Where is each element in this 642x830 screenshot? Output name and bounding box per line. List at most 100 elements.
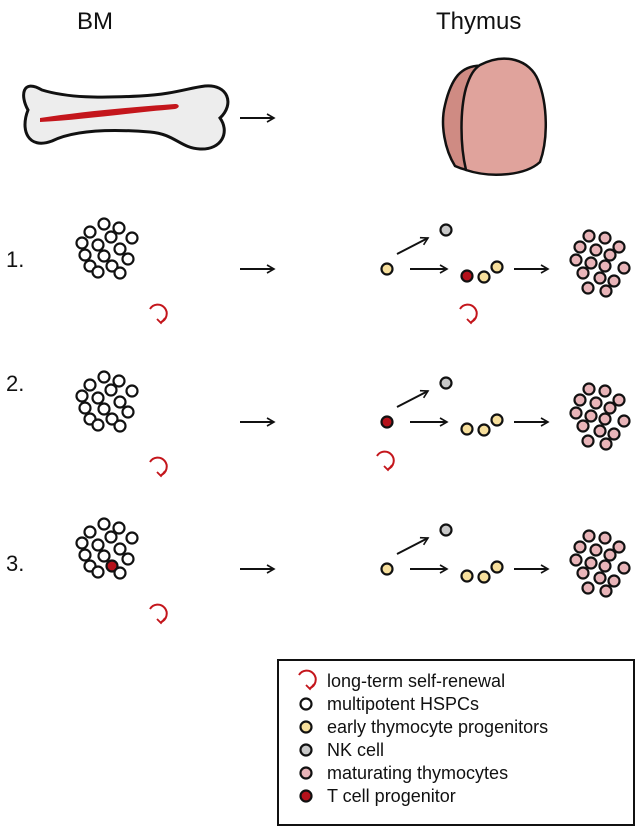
row-2-nk-arrow bbox=[396, 389, 430, 408]
row-2-thymocyte bbox=[582, 382, 596, 396]
row-1-thymocyte bbox=[612, 240, 626, 254]
row-3-thymocyte bbox=[607, 574, 621, 588]
row-1-thymocyte bbox=[599, 284, 613, 298]
row-2-hspc bbox=[91, 391, 105, 405]
row-2-thymocyte bbox=[612, 393, 626, 407]
row-1-hspc bbox=[75, 236, 89, 250]
legend-label-self-renewal: long-term self-renewal bbox=[327, 671, 506, 691]
row-2-thymocyte bbox=[589, 396, 603, 410]
row-2-thymus-self-renewal-icon-arrowhead bbox=[383, 464, 393, 472]
row-2-hspc bbox=[104, 383, 118, 397]
row-2-thymocyte bbox=[584, 409, 598, 423]
bone-marrow bbox=[40, 104, 179, 122]
row-3-thymocyte bbox=[573, 540, 587, 554]
row-3-hspc bbox=[78, 548, 92, 562]
row-3-thymocyte bbox=[593, 571, 607, 585]
legend-symbols bbox=[298, 669, 317, 803]
row-3-thymocyte bbox=[598, 531, 612, 545]
row-1-thymocyte bbox=[573, 240, 587, 254]
legend-nk-icon bbox=[299, 743, 313, 757]
row-2-hspc bbox=[78, 401, 92, 415]
row-2-etp bbox=[490, 413, 504, 427]
thymus-right-lobe bbox=[460, 57, 547, 176]
row-2-hspc bbox=[97, 402, 111, 416]
row-3-bm-t-progenitor bbox=[105, 559, 119, 573]
row-2-thymocyte bbox=[581, 434, 595, 448]
row-1-hspc bbox=[91, 238, 105, 252]
row-2-thymocyte bbox=[603, 401, 617, 415]
thymus-illustration bbox=[441, 57, 547, 176]
row-3-hspc bbox=[113, 566, 127, 580]
row-1-thymocyte bbox=[569, 253, 583, 267]
row-1-bm-self-renewal-icon-arrowhead bbox=[156, 317, 166, 325]
row-2-thymocyte bbox=[599, 437, 613, 451]
row-3-hspc bbox=[83, 525, 97, 539]
row-2-etp bbox=[477, 423, 491, 437]
row-1-nk-arrow bbox=[396, 236, 430, 255]
legend-thymocyte-icon bbox=[299, 766, 313, 780]
row-3-thymocyte bbox=[598, 559, 612, 573]
row-2-hspc bbox=[121, 405, 135, 419]
row-1-hspc bbox=[104, 230, 118, 244]
row-3-bm-self-renewal-icon-arrowhead bbox=[156, 617, 166, 625]
row-3-nk-arrow bbox=[396, 536, 430, 555]
row-1-thymus-self-renewal-icon-arrowhead bbox=[466, 317, 476, 325]
row-1-hspc bbox=[97, 249, 111, 263]
row-1-entry-etp bbox=[380, 262, 394, 276]
row-3-etp bbox=[460, 569, 474, 583]
row-2-thymocyte bbox=[607, 427, 621, 441]
row-1-nk-cell bbox=[439, 223, 453, 237]
legend-label-nk: NK cell bbox=[327, 740, 385, 760]
row-2-hspc bbox=[75, 389, 89, 403]
row-3-hspc bbox=[91, 565, 105, 579]
row-3-hspc bbox=[121, 552, 135, 566]
row-1-etp bbox=[490, 260, 504, 274]
row-3-hspc bbox=[75, 536, 89, 550]
bone-shape bbox=[22, 84, 230, 151]
legend: long-term self-renewal multipotent HSPCs… bbox=[277, 659, 635, 826]
row-2-thymocyte bbox=[598, 412, 612, 426]
row-3-thymocyte bbox=[581, 581, 595, 595]
row-2-thymocyte bbox=[576, 419, 590, 433]
row-1-hspc bbox=[112, 221, 126, 235]
row-3-thymocyte bbox=[589, 543, 603, 557]
legend-etp-icon bbox=[299, 720, 313, 734]
row-2-hspc bbox=[91, 418, 105, 432]
row-1-thymocyte bbox=[576, 266, 590, 280]
row-1-thymocyte bbox=[593, 271, 607, 285]
row-2-thymocyte bbox=[569, 406, 583, 420]
row-1-thymocyte bbox=[589, 243, 603, 257]
row-2-hspc bbox=[112, 374, 126, 388]
row-3-hspc bbox=[104, 530, 118, 544]
row-1-thymus-t-progenitor bbox=[460, 269, 474, 283]
row-3-thymocyte bbox=[617, 561, 631, 575]
row-1-hspc bbox=[97, 217, 111, 231]
row-2-etp bbox=[460, 422, 474, 436]
row-1-thymocyte bbox=[581, 281, 595, 295]
row-1-thymocyte bbox=[584, 256, 598, 270]
row-2-label: 2. bbox=[6, 371, 25, 396]
row-1-thymocyte bbox=[598, 231, 612, 245]
row-3-hspc bbox=[97, 517, 111, 531]
row-3-hspc bbox=[91, 538, 105, 552]
row-3-thymocyte bbox=[612, 540, 626, 554]
row-2-thymocyte bbox=[598, 384, 612, 398]
row-2-thymocyte bbox=[593, 424, 607, 438]
row-1-hspc bbox=[113, 242, 127, 256]
row-2-thymocyte bbox=[573, 393, 587, 407]
thymus-header: Thymus bbox=[436, 8, 522, 35]
row-2-nk-cell bbox=[439, 376, 453, 390]
legend-t-progenitor-icon bbox=[299, 789, 313, 803]
row-2-hspc bbox=[83, 378, 97, 392]
row-3-hspc bbox=[97, 549, 111, 563]
row-2-bm-self-renewal-icon-arrowhead bbox=[156, 470, 166, 478]
row-2-hspc bbox=[113, 395, 127, 409]
row-1-hspc bbox=[83, 225, 97, 239]
diagram-canvas bbox=[22, 57, 631, 625]
row-3-thymocyte bbox=[603, 548, 617, 562]
row-1-hspc bbox=[105, 259, 119, 273]
row-2-hspc bbox=[105, 412, 119, 426]
row-3-thymocyte bbox=[599, 584, 613, 598]
row-2-hspc bbox=[113, 419, 127, 433]
row-2-hspc bbox=[97, 370, 111, 384]
